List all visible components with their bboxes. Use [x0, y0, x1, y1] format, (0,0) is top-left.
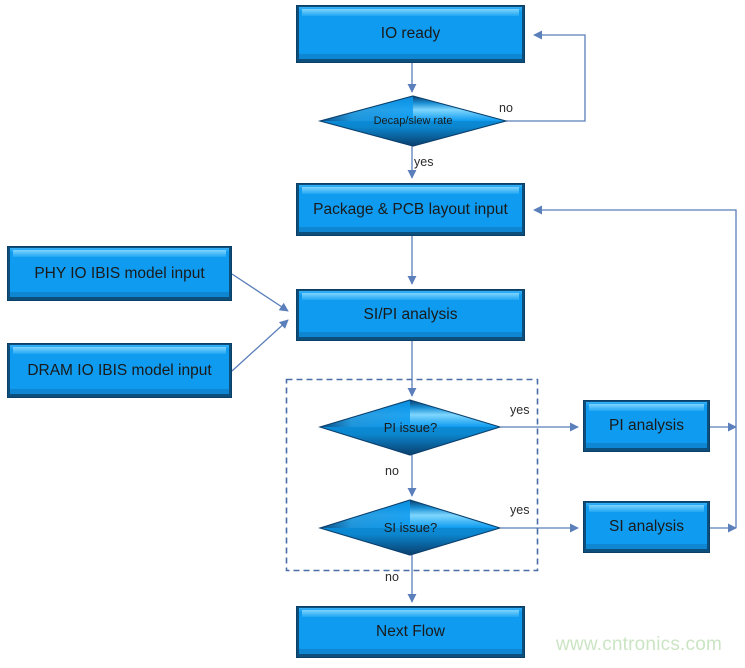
node-pi-issue[interactable]	[318, 399, 502, 456]
node-si-issue[interactable]	[318, 499, 502, 556]
edge-label-decap-no: no	[499, 101, 513, 115]
edge-label-pi-issue-no: no	[385, 464, 399, 478]
edge-label-si-issue-no: no	[385, 570, 399, 584]
node-package-pcb[interactable]	[296, 183, 525, 236]
edge-label-pi-issue-yes: yes	[510, 403, 530, 417]
node-phy-ibis[interactable]	[7, 246, 232, 301]
edge-dram-to-sipi	[231, 319, 289, 372]
node-io-ready[interactable]	[296, 5, 525, 63]
edge-phy-to-sipi	[231, 273, 289, 312]
node-dram-ibis[interactable]	[7, 343, 232, 398]
node-decap-slew-rate[interactable]	[317, 95, 509, 147]
node-si-analysis[interactable]	[583, 501, 710, 553]
node-next-flow[interactable]	[296, 606, 525, 658]
edge-decap-no-loop	[506, 30, 586, 122]
watermark-text: www.cntronics.com	[556, 634, 722, 655]
edge-label-si-issue-yes: yes	[510, 503, 530, 517]
edge-label-decap-yes: yes	[414, 155, 434, 169]
node-pi-analysis[interactable]	[583, 400, 710, 452]
issue-group-dashed-box	[285, 378, 539, 572]
node-sipi-analysis[interactable]	[296, 289, 525, 341]
edge-rail-to-package	[533, 205, 737, 528]
